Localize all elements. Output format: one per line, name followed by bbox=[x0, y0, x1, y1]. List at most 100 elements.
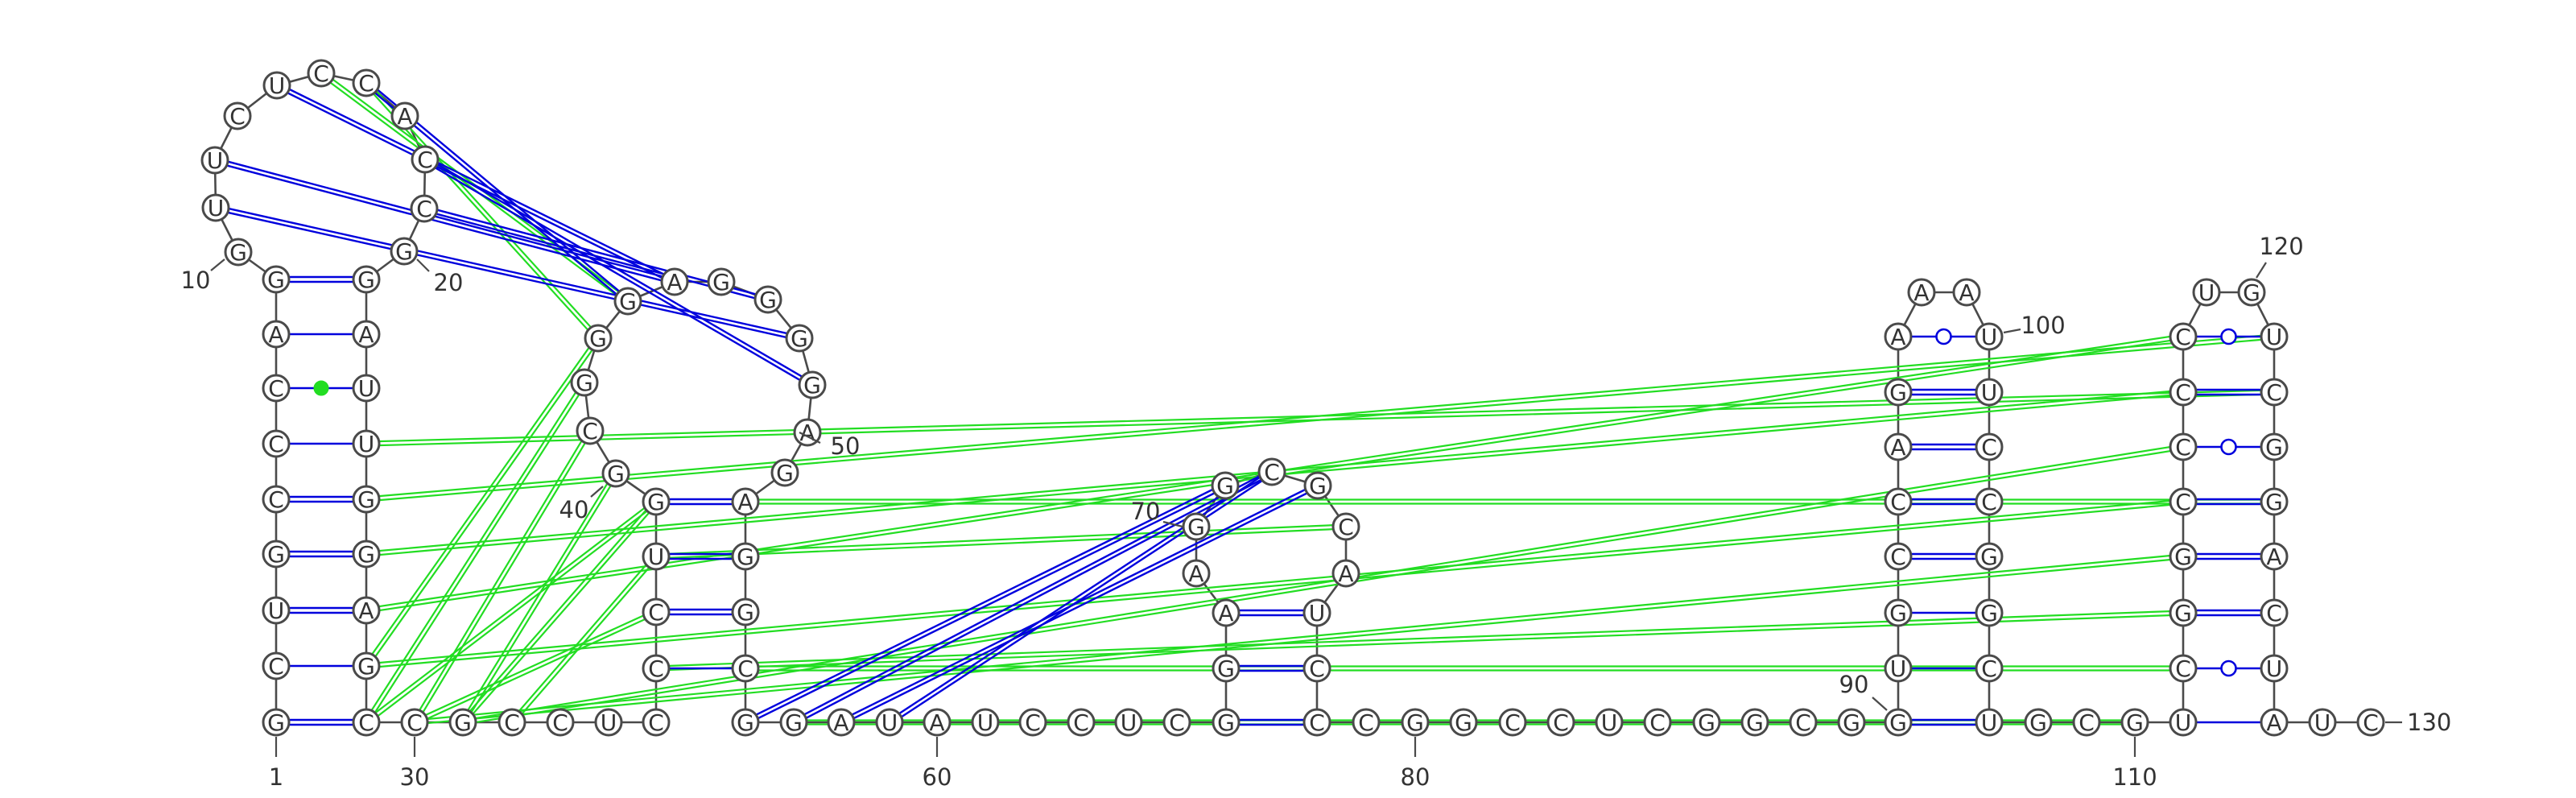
nucleotide: C bbox=[642, 708, 671, 737]
nucleotide: C bbox=[1643, 708, 1672, 737]
nucleotide: U bbox=[1975, 708, 2004, 737]
nucleotide-letter: G bbox=[1217, 655, 1235, 682]
nucleotide: G bbox=[1212, 708, 1241, 737]
nucleotide-letter: G bbox=[357, 541, 375, 568]
nucleotide: A bbox=[1182, 559, 1211, 588]
interaction-line bbox=[415, 613, 658, 726]
nucleotide: U bbox=[1975, 378, 2004, 407]
nucleotide-circle-icon bbox=[594, 708, 623, 737]
interaction-line bbox=[415, 557, 2184, 726]
interaction-line bbox=[792, 469, 1272, 722]
nucleotide-circle-icon bbox=[1884, 708, 1913, 737]
nucleotide-letter: A bbox=[737, 489, 753, 515]
nucleotide: G bbox=[779, 708, 808, 737]
nucleotide: U bbox=[352, 429, 381, 458]
nucleotide-circle-icon bbox=[262, 540, 291, 569]
nucleotide-letter: C bbox=[2266, 600, 2282, 626]
nucleotide-circle-icon bbox=[642, 487, 671, 516]
interaction-line bbox=[214, 161, 675, 285]
nucleotide: U bbox=[2308, 708, 2337, 737]
nucleotide: C bbox=[2169, 322, 2198, 351]
nucleotide-letter: G bbox=[1746, 709, 1764, 736]
nucleotide: C bbox=[262, 374, 291, 403]
nucleotide-letter: U bbox=[977, 709, 994, 736]
nucleotide-circle-icon bbox=[753, 285, 782, 314]
nucleotide-letter: G bbox=[1889, 379, 1907, 406]
nucleotide: C bbox=[642, 597, 671, 626]
nucleotide-circle-icon bbox=[923, 708, 952, 737]
nucleotide: C bbox=[400, 708, 429, 737]
nucleotide-letter: G bbox=[229, 239, 247, 266]
nucleotide-circle-icon bbox=[262, 485, 291, 514]
nucleotide-circle-icon bbox=[390, 101, 419, 130]
nucleotide: C bbox=[1302, 708, 1331, 737]
nucleotide: G bbox=[1211, 471, 1240, 500]
nucleotide: A bbox=[2260, 542, 2289, 571]
nucleotide-circle-icon bbox=[2260, 322, 2289, 351]
nucleotide-letter: C bbox=[417, 147, 433, 173]
nucleotide: C bbox=[1302, 654, 1331, 683]
nucleotide: G bbox=[262, 540, 291, 569]
nucleotide: G bbox=[262, 265, 291, 294]
nucleotide-letter: A bbox=[1959, 279, 1974, 306]
interaction-line bbox=[745, 486, 1227, 726]
nucleotide-circle-icon bbox=[2192, 278, 2221, 307]
nucleotide-circle-icon bbox=[262, 651, 291, 680]
nucleotide: G bbox=[2169, 542, 2198, 571]
nucleotide-letter: C bbox=[648, 655, 664, 682]
nucleotide: G bbox=[601, 459, 630, 488]
nucleotide-circle-icon bbox=[262, 265, 291, 294]
nucleotide-circle-icon bbox=[1884, 654, 1913, 683]
nucleotide-letter: G bbox=[647, 489, 665, 515]
nucleotide-letter: C bbox=[1169, 709, 1185, 736]
nucleotide-letter: U bbox=[1981, 379, 1998, 406]
nucleotide-letter: U bbox=[1981, 709, 1998, 736]
nucleotide: C bbox=[731, 654, 760, 683]
nucleotide-circle-icon bbox=[1067, 708, 1096, 737]
interaction-line bbox=[277, 82, 676, 281]
nucleotide-letter: A bbox=[2266, 544, 2281, 570]
position-label: 70 bbox=[1131, 498, 1161, 525]
nucleotide: G bbox=[1975, 598, 2004, 627]
nucleotide-circle-icon bbox=[1212, 598, 1241, 627]
nucleotide-letter: C bbox=[1890, 489, 1906, 515]
nucleotide: C bbox=[1546, 708, 1575, 737]
nucleotide-letter: U bbox=[269, 72, 286, 99]
nucleotide-letter: U bbox=[2266, 324, 2283, 350]
nucleotide-letter: A bbox=[2266, 709, 2281, 736]
nucleotide-circle-icon bbox=[1182, 559, 1211, 588]
nucleotide: C bbox=[411, 145, 440, 174]
nucleotide: G bbox=[584, 324, 613, 353]
nucleotide-circle-icon bbox=[352, 265, 381, 294]
nucleotide-letter: G bbox=[1455, 709, 1472, 736]
nucleotide-circle-icon bbox=[1975, 598, 2004, 627]
nucleotide-letter: U bbox=[2266, 655, 2283, 682]
nucleotide-circle-icon bbox=[546, 708, 575, 737]
nucleotide-circle-icon bbox=[707, 267, 736, 296]
nucleotide-circle-icon bbox=[2024, 708, 2053, 737]
nucleotide: C bbox=[1067, 708, 1096, 737]
nucleotide: A bbox=[731, 487, 760, 516]
nucleotide: C bbox=[2356, 708, 2385, 737]
interaction-line bbox=[887, 469, 1272, 722]
nucleotide-circle-icon bbox=[1162, 708, 1191, 737]
interaction-line bbox=[366, 502, 2184, 669]
nucleotide: U bbox=[1302, 598, 1331, 627]
nucleotide-circle-icon bbox=[601, 459, 630, 488]
nucleotide-circle-icon bbox=[660, 267, 689, 296]
nucleotide: C bbox=[1975, 432, 2004, 461]
nucleotide-circle-icon bbox=[1331, 559, 1360, 588]
nucleotide-circle-icon bbox=[731, 597, 760, 626]
nucleotide: G bbox=[1303, 471, 1332, 500]
nucleotide-letter: G bbox=[357, 653, 375, 680]
nucleotide-letter: C bbox=[2175, 324, 2191, 350]
nucleotide-letter: C bbox=[358, 709, 374, 736]
nucleotide-letter: U bbox=[1309, 600, 1326, 626]
interaction-line bbox=[366, 502, 658, 725]
nucleotide: A bbox=[1952, 278, 1981, 307]
interaction-line bbox=[367, 338, 601, 668]
nucleotide-letter: G bbox=[759, 287, 777, 313]
nucleotide-circle-icon bbox=[1884, 542, 1913, 571]
nucleotide-letter: G bbox=[2174, 600, 2192, 626]
